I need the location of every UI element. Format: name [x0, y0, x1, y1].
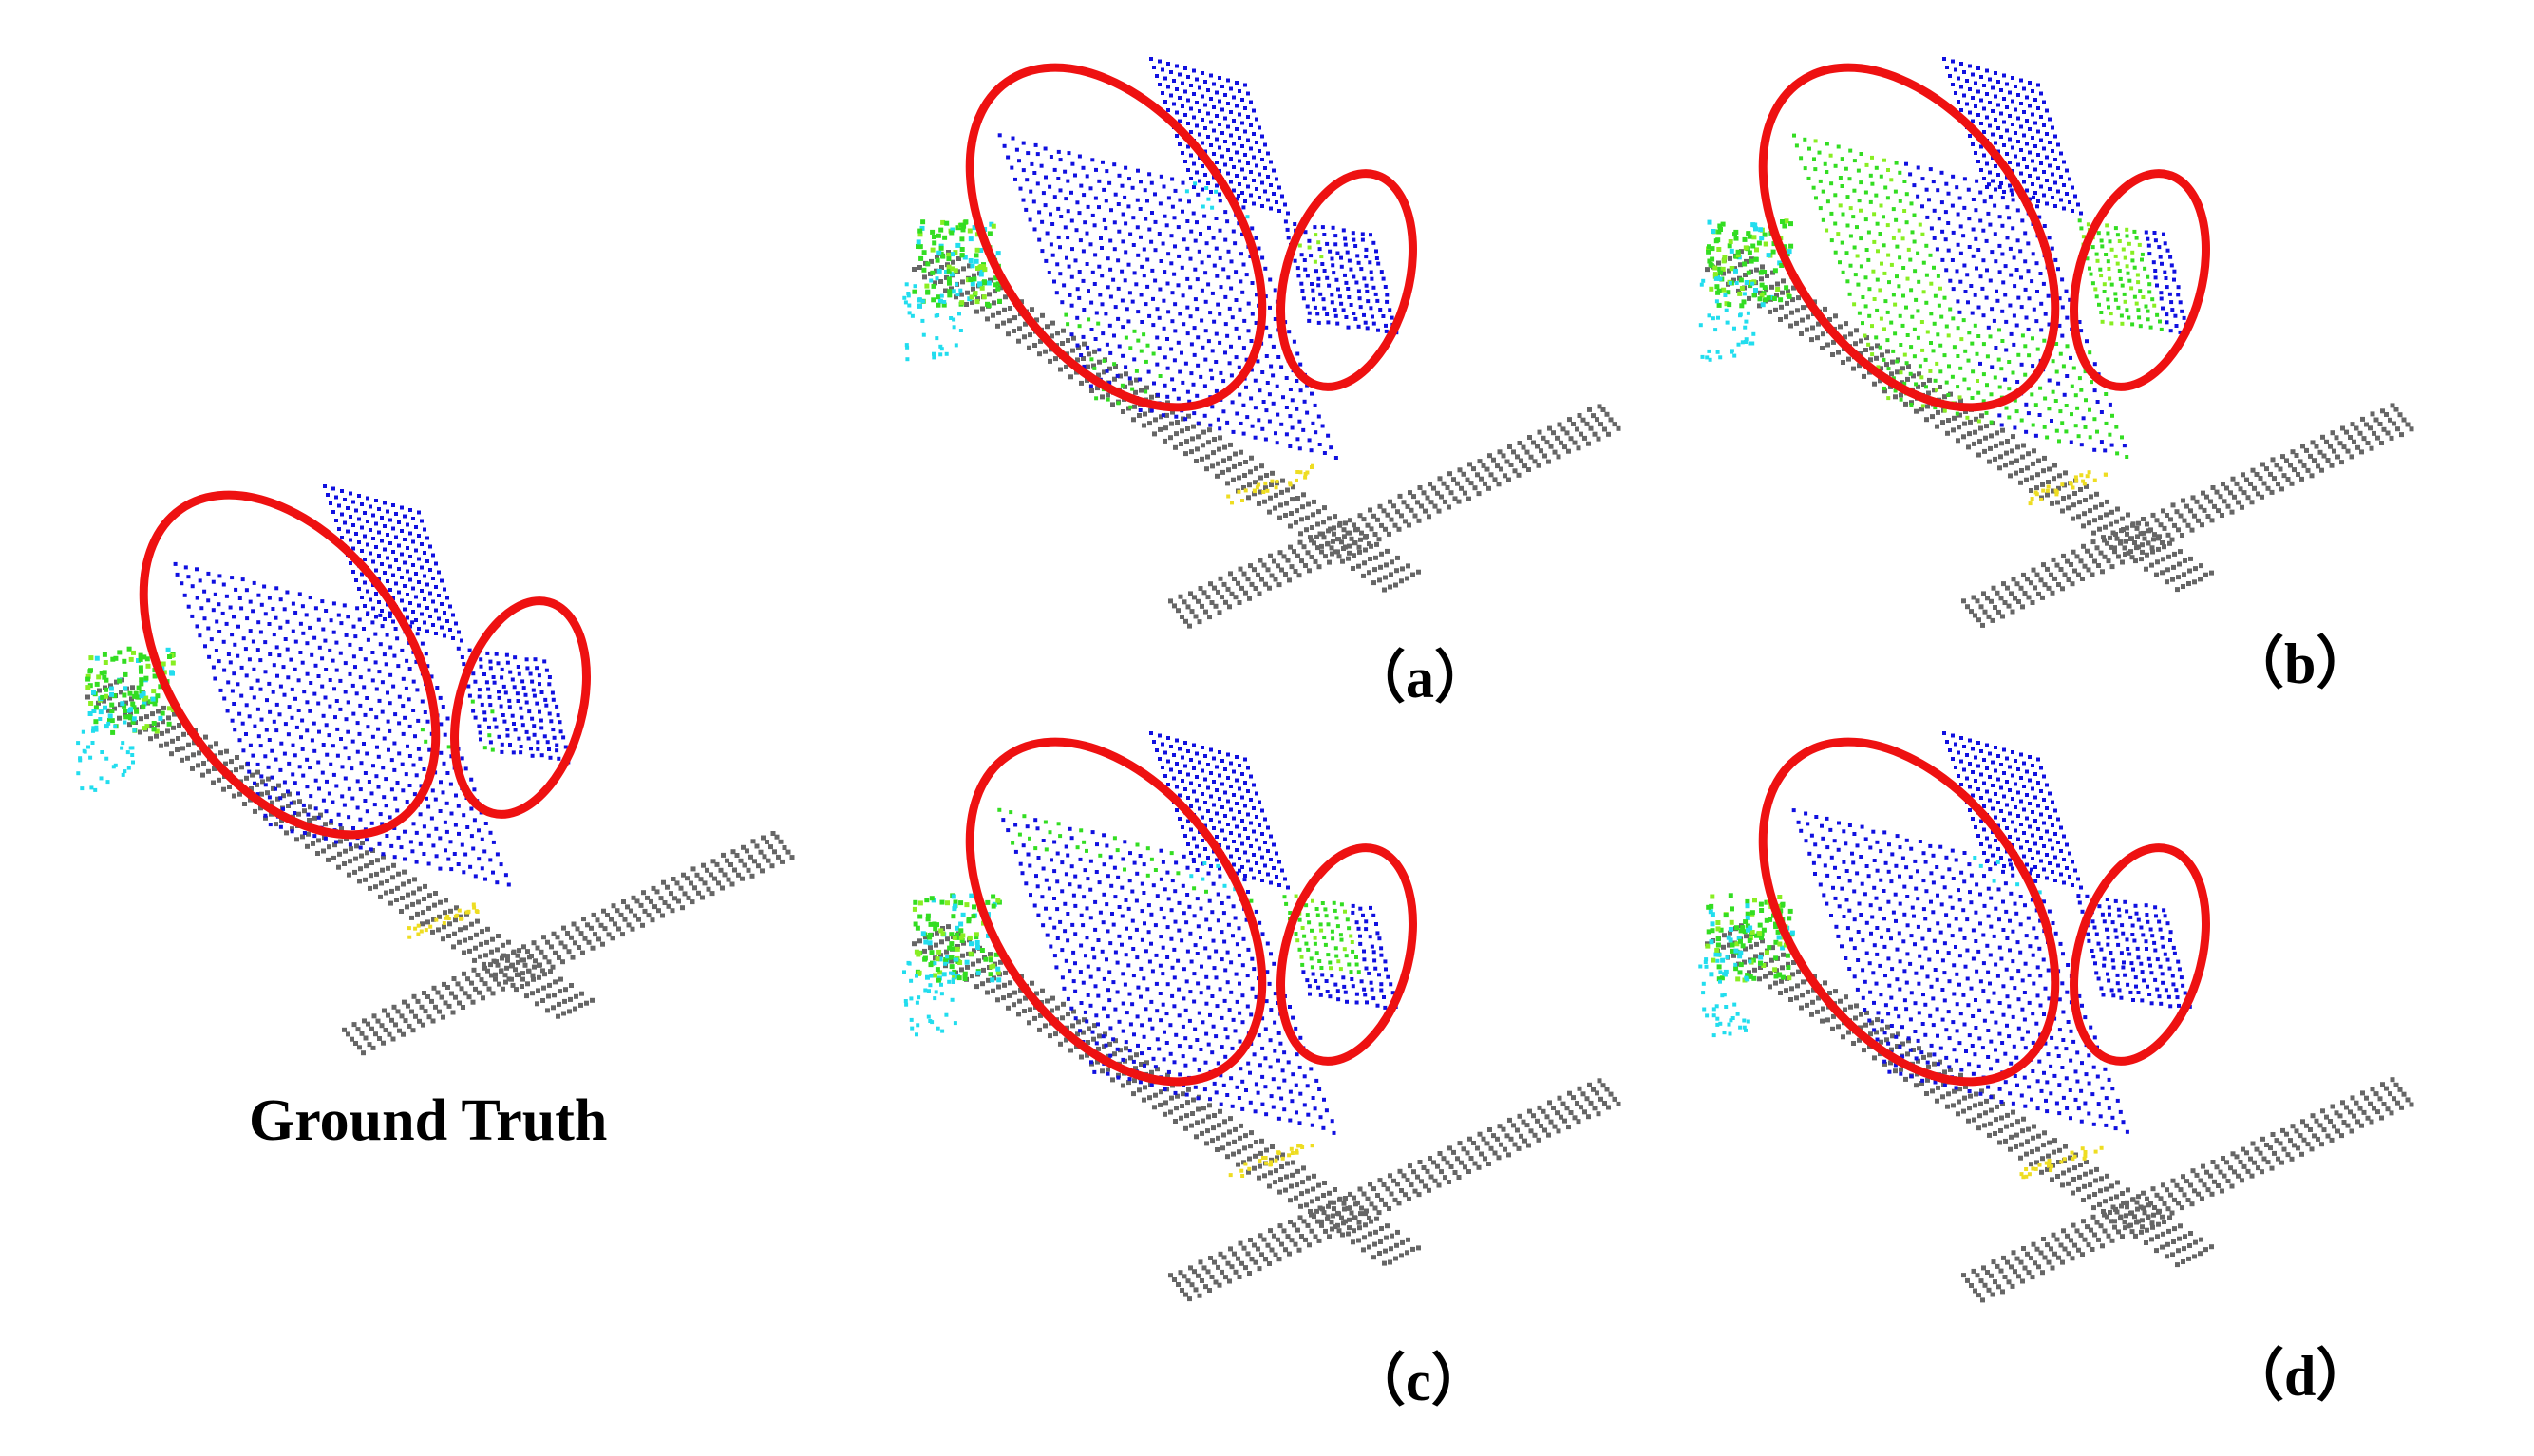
panel-c	[883, 722, 1662, 1368]
right-cluster-points	[1283, 219, 1399, 335]
highlight-ellipse-small	[2070, 169, 2210, 391]
point-cloud-d	[1698, 731, 2414, 1303]
right-cluster-points	[2077, 218, 2190, 335]
highlight-ellipse-small	[1276, 169, 1417, 391]
right-cluster-points	[2076, 894, 2192, 1009]
caption-c: （c）	[1349, 1350, 1488, 1412]
highlight-ellipses	[1758, 63, 2210, 412]
building-top-points	[1942, 731, 2083, 890]
highlight-ellipse-small	[450, 596, 591, 819]
panel-ground-truth	[76, 418, 855, 1083]
point-cloud-b	[1698, 57, 2414, 628]
yellow-points	[2019, 1145, 2104, 1180]
yellow-points	[407, 902, 480, 939]
caption-b: （b）	[2227, 633, 2373, 695]
building-top-points	[1149, 57, 1290, 216]
highlight-ellipse-small	[1276, 843, 1417, 1066]
caption-d: （d）	[2227, 1345, 2373, 1408]
point-cloud-c	[902, 731, 1621, 1302]
highlight-ellipses	[965, 737, 1417, 1087]
highlight-ellipses	[139, 490, 591, 840]
yellow-points	[1226, 463, 1314, 505]
panel-a	[883, 47, 1662, 636]
point-cloud-a	[902, 57, 1621, 629]
highlight-ellipse-large	[1758, 737, 2060, 1087]
panel-d	[1676, 722, 2455, 1368]
ground-points	[85, 677, 795, 1056]
highlight-ellipse-large	[965, 63, 1267, 412]
highlight-ellipse-large	[965, 737, 1267, 1087]
highlight-ellipses	[1758, 737, 2210, 1087]
ground-points	[912, 924, 1621, 1302]
vegetation-left-points	[76, 646, 176, 792]
point-cloud-ground-truth	[76, 484, 795, 1056]
ground-points	[1705, 923, 2414, 1303]
panel-b	[1676, 47, 2455, 636]
caption-ground-truth: Ground Truth	[249, 1088, 608, 1153]
highlight-ellipse-large	[1758, 63, 2060, 412]
building-main-points	[173, 561, 511, 887]
highlight-ellipse-large	[139, 490, 441, 840]
yellow-points	[2028, 470, 2108, 506]
highlight-ellipses	[965, 63, 1417, 412]
highlight-ellipse-small	[2070, 843, 2210, 1066]
building-top-points	[323, 484, 463, 643]
caption-a: （a）	[1349, 647, 1491, 709]
yellow-points	[1228, 1144, 1314, 1178]
